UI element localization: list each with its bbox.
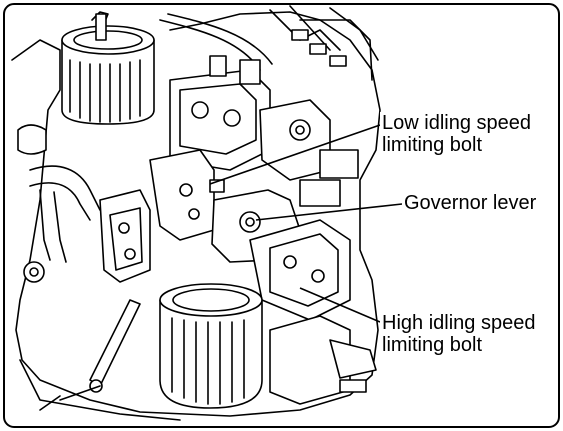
fuel-filter-body [61,39,155,125]
low-idling-speed-callout: Low idling speed limiting bolt [380,112,533,156]
oil-filter-body [159,299,263,409]
governor-lever-callout: Governor lever [402,192,539,214]
high-idling-line2: limiting bolt [382,334,483,356]
leader-low-idling [209,124,381,185]
low-idling-line2: limiting bolt [382,134,483,156]
high-idling-line1: High idling speed [382,312,536,334]
high-idling-speed-callout: High idling speed limiting bolt [380,312,538,356]
leader-lines [209,124,403,323]
low-idling-line1: Low idling speed [382,112,531,134]
governor-line1: Governor lever [404,192,537,214]
leader-governor [255,203,403,221]
leader-high-idling [299,287,381,323]
